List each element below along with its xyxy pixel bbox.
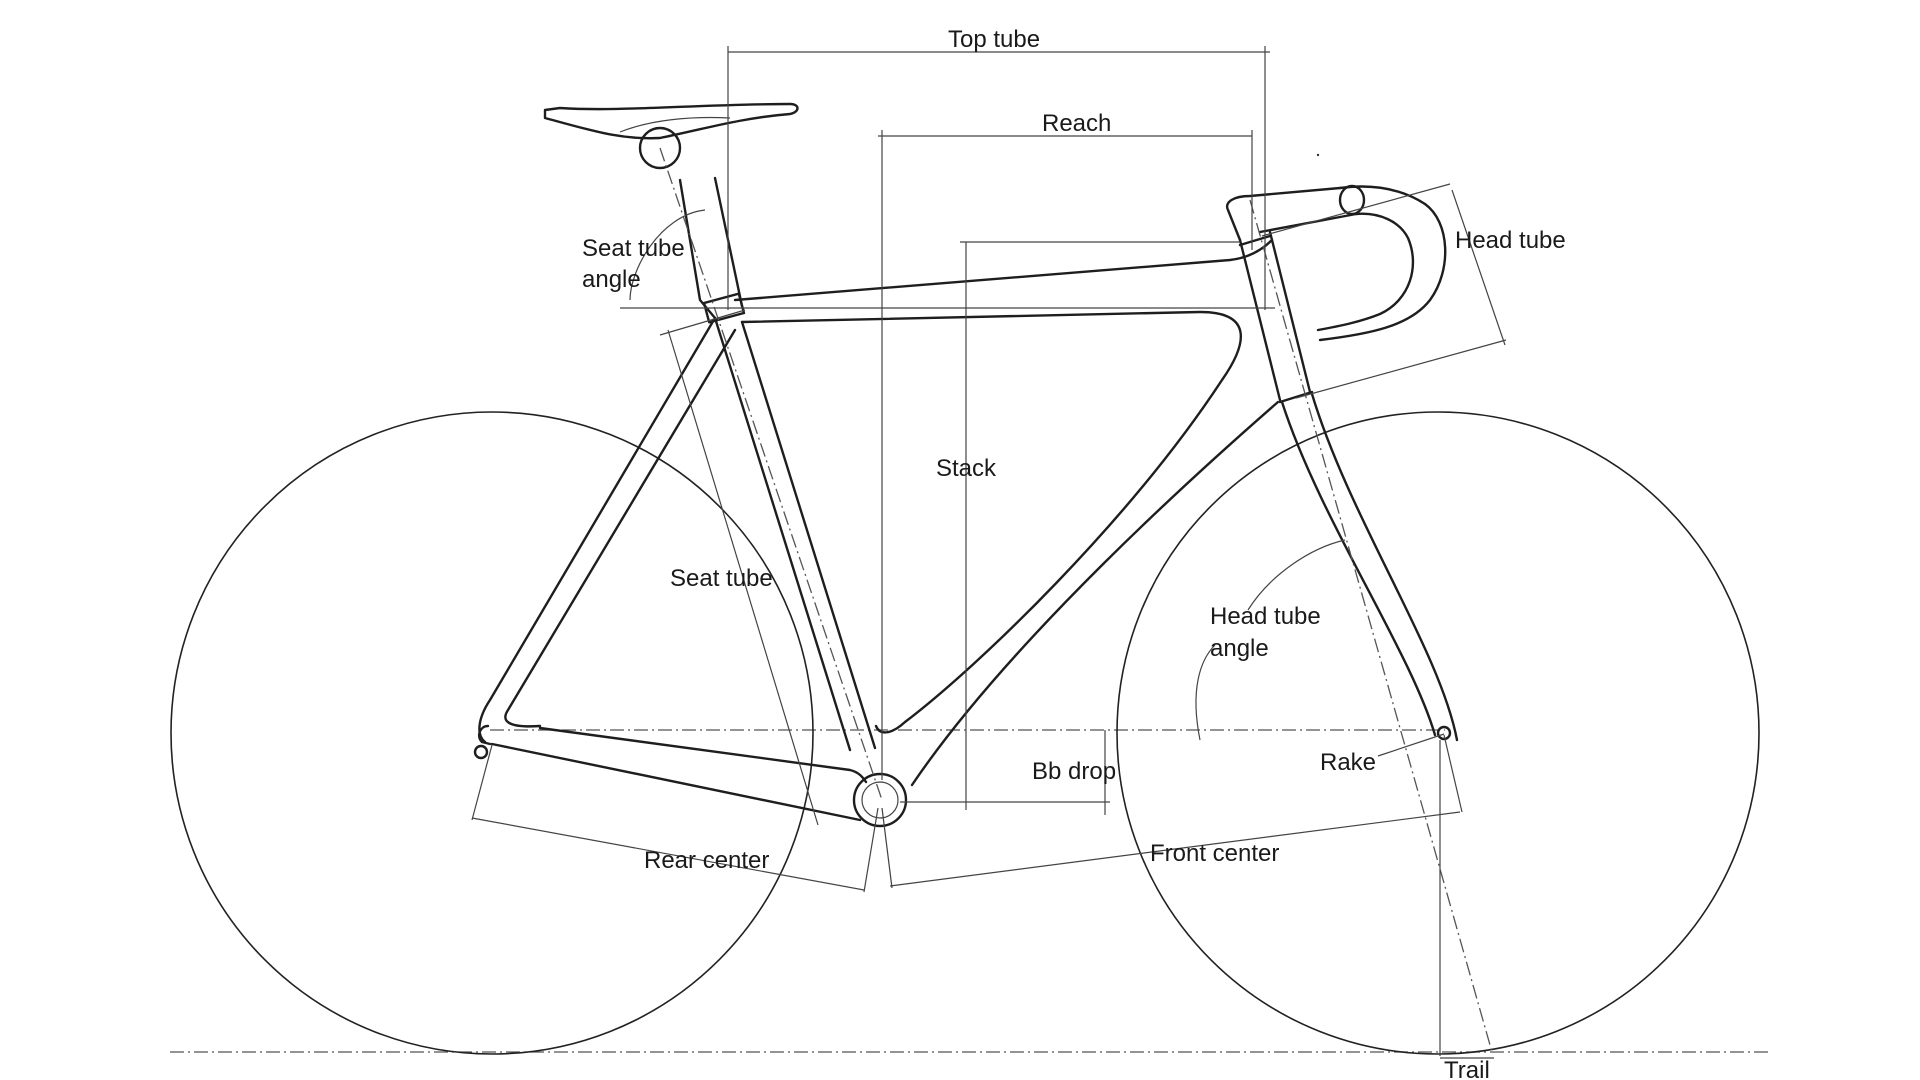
seatpost-head [638, 126, 682, 170]
seat-stay-outer [478, 316, 717, 744]
label-head-tube: Head tube [1455, 227, 1566, 254]
top-tube [733, 238, 1274, 302]
label-seat-tube-angle-line1: Seat tube [582, 235, 685, 262]
head-tube-rear [1238, 238, 1282, 402]
front-center-ext-left [881, 807, 893, 889]
derailleur-hanger [473, 744, 489, 760]
front-wheel [1116, 411, 1760, 1055]
label-seat-tube: Seat tube [670, 565, 773, 592]
seat-tube-ext-top [659, 309, 746, 336]
label-bb-drop: Bb drop [1032, 758, 1116, 785]
seat-stay-inner [504, 328, 737, 728]
label-front-center: Front center [1150, 840, 1279, 867]
bottom-bracket-inner [861, 781, 899, 819]
rake-dimension [1377, 733, 1445, 757]
rear-dropout [477, 724, 492, 746]
front-dropout [1436, 725, 1452, 741]
seat-tube-angle-arc [629, 209, 706, 301]
seatpost-front [678, 178, 717, 320]
label-seat-tube-angle-line2: angle [582, 266, 641, 293]
steering-axis [1249, 199, 1493, 1053]
label-reach: Reach [1042, 110, 1111, 137]
chain-stay-lower [490, 742, 862, 822]
stem-top [1225, 186, 1342, 242]
main-triangle-inner [740, 310, 1243, 734]
bike-frame [473, 102, 1459, 828]
front-center-ext-right [1443, 734, 1463, 813]
head-tube-ext-top [1261, 183, 1451, 237]
handlebar-outer [1318, 185, 1447, 342]
down-tube [910, 400, 1280, 787]
head-tube-angle-leader [1247, 539, 1346, 611]
rear-center-ext-left [471, 744, 493, 821]
fork-rear-blade [1280, 400, 1437, 737]
label-rake: Rake [1320, 749, 1376, 776]
label-head-tube-angle-line2: angle [1210, 635, 1269, 662]
seat-tube-rear [740, 320, 877, 750]
front-center-dimension [889, 811, 1461, 887]
head-tube-angle-arc [1195, 644, 1216, 741]
bottom-bracket-shell [852, 772, 908, 828]
fork-front-blade [1310, 392, 1459, 742]
head-tube-bottom [1278, 390, 1314, 404]
rear-wheel [170, 411, 814, 1055]
rear-center-ext-right [863, 807, 879, 893]
handlebar-clamp [1338, 184, 1366, 216]
head-tube-dimension [1451, 189, 1506, 346]
label-stack: Stack [936, 455, 997, 482]
head-tube-front [1268, 230, 1312, 394]
rear-center-dimension [471, 817, 865, 891]
label-top-tube: Top tube [948, 26, 1040, 53]
label-head-tube-angle-line1: Head tube [1210, 603, 1321, 630]
seat-tube-dimension [667, 329, 819, 826]
seat-tube-front [713, 316, 852, 752]
seat-tube-axis [659, 147, 883, 801]
label-rear-center: Rear center [644, 847, 769, 874]
saddle-rail [619, 116, 731, 133]
seat-clamp [702, 292, 746, 324]
handlebar-inner [1316, 212, 1415, 332]
chain-stay-upper [538, 726, 868, 784]
stray-dot [1316, 153, 1320, 157]
label-trail: Trail [1444, 1057, 1490, 1080]
head-tube-ext-bottom [1295, 339, 1507, 399]
saddle [543, 102, 799, 140]
